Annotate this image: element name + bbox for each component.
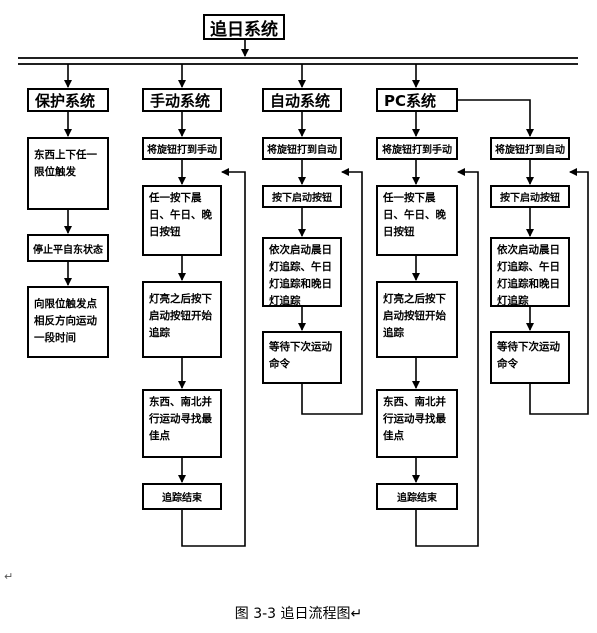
manual-step-box: 将旋钮打到手动 [142,137,222,160]
protect-step-box: 停止平自东状态 [27,234,109,262]
title-box: 追日系统 [203,14,285,40]
pc-manual-step-box: 灯亮之后按下启动按钮开始追踪 [376,281,458,358]
manual-system-box: 手动系统 [142,88,222,112]
pc-auto-step-label: 等待下次运动命令 [497,341,560,370]
manual-step-label: 灯亮之后按下启动按钮开始追踪 [149,293,212,339]
auto-system-box: 自动系统 [262,88,342,112]
auto-step-box: 将旋钮打到自动 [262,137,342,160]
pc-auto-step-box: 依次启动晨日灯追踪、午日灯追踪和晚日灯追踪 [490,237,570,307]
manual-step-box: 灯亮之后按下启动按钮开始追踪 [142,281,222,358]
manual-step-box: 任一按下晨日、午日、晚日按钮 [142,185,222,256]
pc-auto-step-label: 按下启动按钮 [500,193,560,204]
pc-system-box: PC系统 [376,88,458,112]
pc-system-label: PC系统 [384,91,437,110]
pc-manual-step-label: 东西、南北并行运动寻找最佳点 [383,396,446,442]
manual-step-label: 任一按下晨日、午日、晚日按钮 [149,192,212,238]
protect-system-label: 保护系统 [35,91,96,110]
paragraph-mark: ↵ [4,570,14,583]
auto-step-label: 按下启动按钮 [272,193,332,204]
auto-step-box: 等待下次运动命令 [262,331,342,384]
auto-step-label: 将旋钮打到自动 [267,145,337,156]
manual-step-box: 东西、南北并行运动寻找最佳点 [142,389,222,458]
pc-manual-step-label: 将旋钮打到手动 [382,145,452,156]
pc-manual-step-box: 追踪结束 [376,483,458,510]
manual-step-box: 追踪结束 [142,483,222,510]
pc-auto-step-box: 按下启动按钮 [490,185,570,208]
manual-step-label: 东西、南北并行运动寻找最佳点 [149,396,212,442]
manual-system-label: 手动系统 [150,91,211,110]
pc-manual-step-box: 将旋钮打到手动 [376,137,458,160]
auto-step-box: 依次启动晨日灯追踪、午日灯追踪和晚日灯追踪 [262,237,342,307]
protect-system-box: 保护系统 [27,88,109,112]
pc-manual-step-label: 任一按下晨日、午日、晚日按钮 [383,192,446,238]
auto-step-box: 按下启动按钮 [262,185,342,208]
pc-auto-step-label: 依次启动晨日灯追踪、午日灯追踪和晚日灯追踪 [497,244,560,307]
protect-step-box: 东西上下任一限位触发 [27,137,109,210]
manual-step-label: 追踪结束 [162,493,202,504]
protect-step-label: 向限位触发点相反方向运动一段时间 [34,298,97,344]
pc-auto-step-box: 等待下次运动命令 [490,331,570,384]
pc-manual-step-label: 灯亮之后按下启动按钮开始追踪 [383,293,446,339]
protect-step-label: 停止平自东状态 [33,244,103,256]
protect-step-box: 向限位触发点相反方向运动一段时间 [27,286,109,358]
manual-step-label: 将旋钮打到手动 [147,145,217,156]
figure-caption: 图 3-3 追日流程图↵ [234,606,363,622]
pc-auto-step-box: 将旋钮打到自动 [490,137,570,160]
pc-auto-step-label: 将旋钮打到自动 [495,145,565,156]
title-label: 追日系统 [210,19,278,40]
pc-manual-step-box: 东西、南北并行运动寻找最佳点 [376,389,458,458]
auto-step-label: 等待下次运动命令 [269,341,332,370]
pc-manual-step-label: 追踪结束 [397,493,437,504]
pc-manual-step-box: 任一按下晨日、午日、晚日按钮 [376,185,458,256]
protect-step-label: 东西上下任一限位触发 [34,149,97,178]
auto-system-label: 自动系统 [270,91,331,110]
auto-step-label: 依次启动晨日灯追踪、午日灯追踪和晚日灯追踪 [269,244,332,307]
